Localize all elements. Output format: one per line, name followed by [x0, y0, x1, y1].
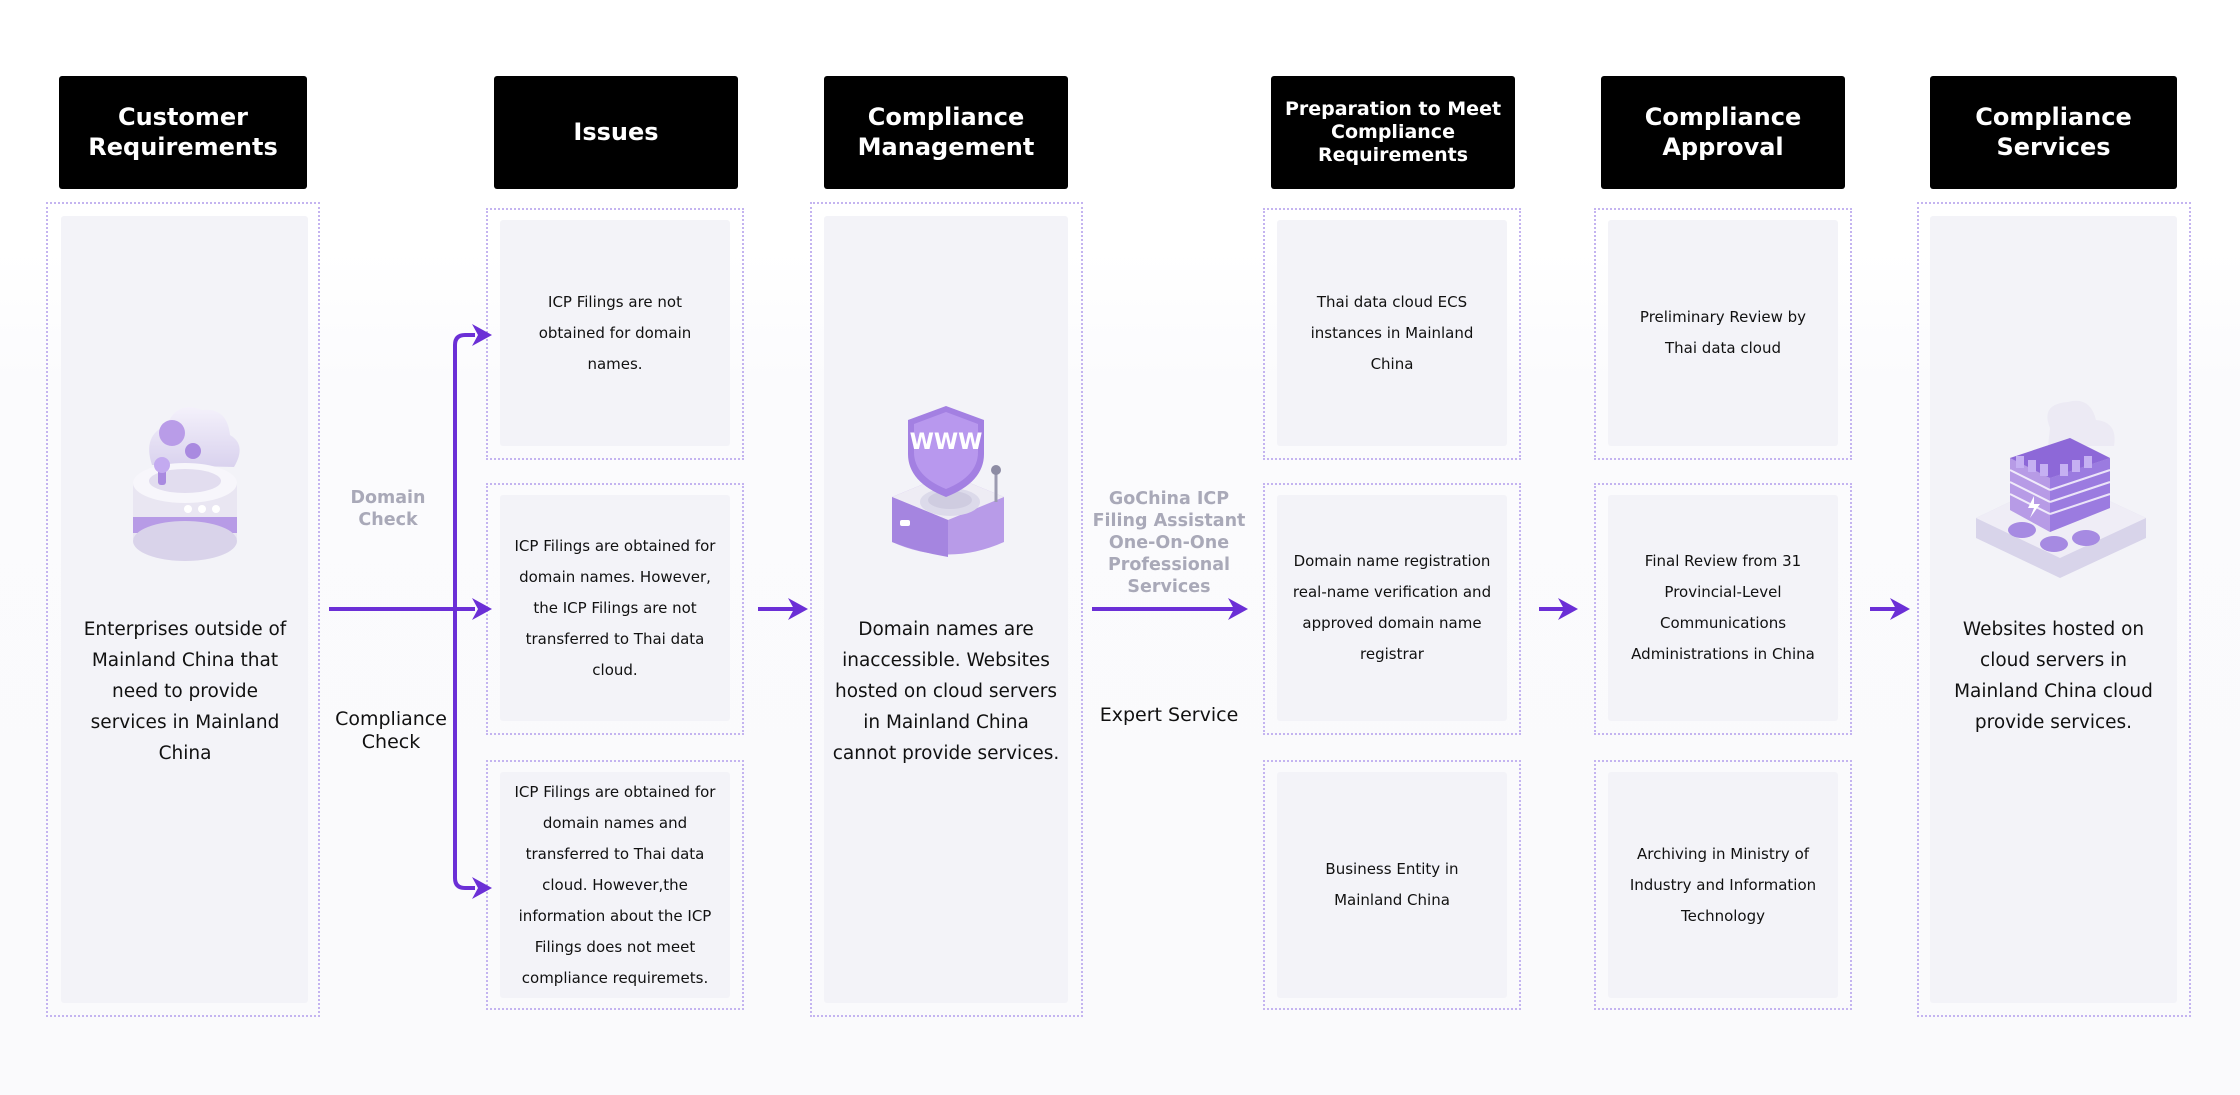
expert-service-label: Expert Service	[1099, 704, 1239, 726]
customer-panel	[61, 216, 308, 1003]
arrowhead-issue-2	[472, 598, 492, 620]
approval-text-3: Archiving in Ministry of Industry and In…	[1629, 844, 1817, 925]
customer-outline	[46, 202, 320, 1017]
management-panel	[824, 216, 1068, 1003]
header-issues: Issues	[494, 76, 738, 189]
header-compliance-management: Compliance Management	[824, 76, 1068, 189]
prep-panel-3	[1277, 772, 1507, 998]
approval-panel-3	[1608, 772, 1838, 998]
issue-text-3: ICP Filings are obtained for domain name…	[514, 782, 716, 987]
approval-text-2: Final Review from 31 Provincial-Level Co…	[1631, 552, 1815, 663]
cloud-server-icon	[122, 395, 248, 567]
cloud-building-icon	[1970, 398, 2150, 578]
approval-outline-3	[1594, 760, 1852, 1010]
prep-text-2: Domain name registration real-name verif…	[1292, 552, 1492, 663]
domain-check-label: Domain Check	[350, 488, 426, 530]
gochina-label: GoChina ICP Filing Assistant One-On-One …	[1092, 489, 1246, 597]
header-preparation: Preparation to Meet Compliance Requireme…	[1271, 76, 1515, 189]
approval-outline-2	[1594, 483, 1852, 735]
prep-text-3: Business Entity in Mainland China	[1325, 860, 1459, 909]
www-shield-router-icon: WWW	[878, 402, 1018, 562]
arrowhead-issue-3	[472, 877, 492, 899]
issue-panel-1	[500, 220, 730, 446]
issue-text-2: ICP Filings are obtained for domain name…	[514, 536, 716, 679]
compliance-check-label: Compliance Check	[335, 708, 447, 753]
issue-outline-3	[486, 760, 744, 1010]
issue-text-1: ICP Filings are not obtained for domain …	[538, 292, 692, 373]
approval-text-1: Preliminary Review by Thai data cloud	[1639, 308, 1807, 357]
header-compliance-services: Compliance Services	[1930, 76, 2177, 189]
issue-panel-3	[500, 772, 730, 998]
prep-outline-1	[1263, 208, 1521, 460]
header-compliance-approval: Compliance Approval	[1601, 76, 1845, 189]
services-outline	[1917, 202, 2191, 1017]
services-panel	[1930, 216, 2177, 1003]
approval-panel-2	[1608, 495, 1838, 721]
approval-panel-1	[1608, 220, 1838, 446]
arrowhead-services	[1890, 598, 1910, 620]
issue-panel-2	[500, 495, 730, 721]
approval-outline-1	[1594, 208, 1852, 460]
prep-outline-3	[1263, 760, 1521, 1010]
arrowhead-management	[788, 598, 808, 620]
prep-text-1: Thai data cloud ECS instances in Mainlan…	[1310, 292, 1474, 373]
prep-panel-1	[1277, 220, 1507, 446]
svg-text:WWW: WWW	[910, 430, 983, 455]
arrowhead-approval	[1558, 598, 1578, 620]
management-text: Domain names are inaccessible. Websites …	[832, 619, 1060, 764]
services-text: Websites hosted on cloud servers in Main…	[1954, 619, 2153, 733]
header-customer-requirements: Customer Requirements	[59, 76, 307, 189]
customer-text: Enterprises outside of Mainland China th…	[83, 619, 287, 764]
arrowhead-preparation	[1228, 598, 1248, 620]
prep-panel-2	[1277, 495, 1507, 721]
management-outline	[810, 202, 1083, 1017]
prep-outline-2	[1263, 483, 1521, 735]
arrowhead-issue-1	[472, 324, 492, 346]
